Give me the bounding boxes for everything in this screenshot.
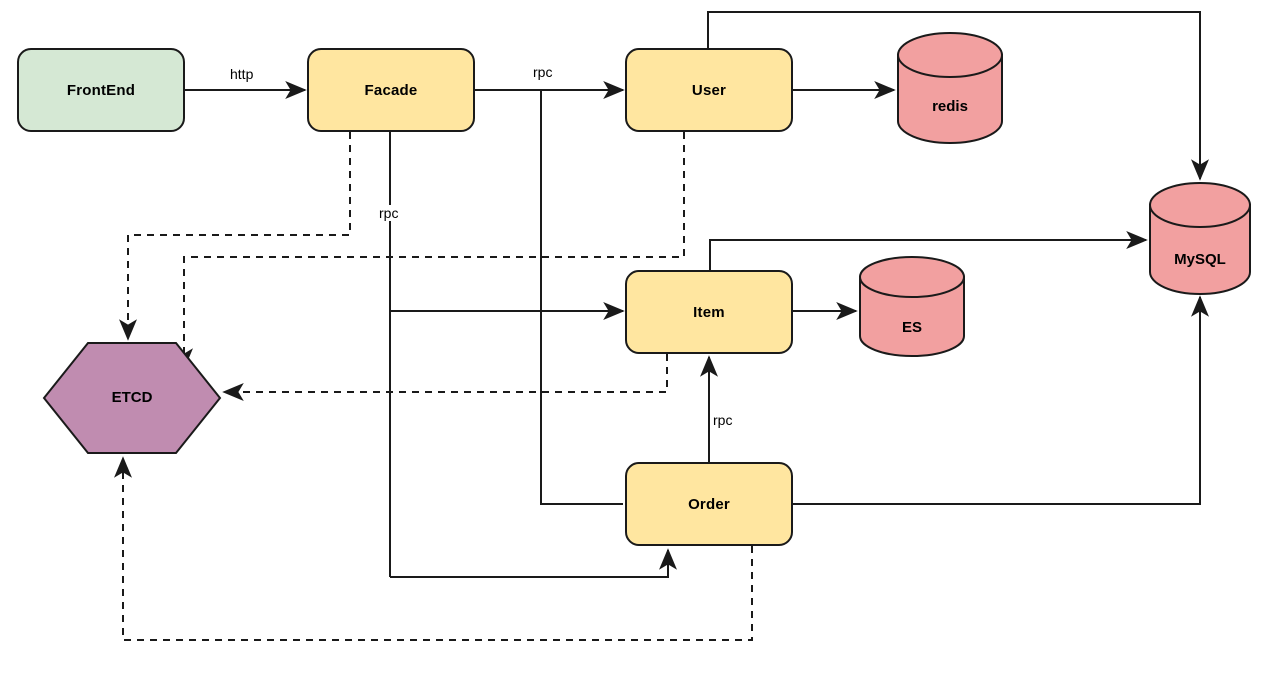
edge-user-to-mysql — [707, 11, 1209, 181]
node-redis[interactable]: redis — [898, 33, 1002, 143]
edge-label-rpc-order-item: rpc — [711, 412, 735, 428]
node-facade[interactable]: Facade — [307, 48, 475, 132]
node-redis-label: redis — [932, 98, 968, 115]
node-item[interactable]: Item — [625, 270, 793, 354]
edge-label-rpc-facade-user: rpc — [531, 64, 555, 80]
node-order-label: Order — [688, 495, 730, 513]
redis-cylinder-shape — [897, 32, 1003, 144]
node-es[interactable]: ES — [860, 257, 964, 357]
edge-order-to-etcd — [114, 456, 753, 641]
node-frontend-label: FrontEnd — [66, 81, 136, 99]
edge-label-rpc-facade-item: rpc — [377, 205, 401, 221]
etcd-hexagon-shape — [42, 342, 222, 454]
edge-order-to-mysql — [793, 295, 1209, 505]
node-mysql-label: MySQL — [1174, 251, 1226, 268]
edge-user-to-etcd — [175, 132, 685, 370]
node-user[interactable]: User — [625, 48, 793, 132]
es-cylinder-shape — [859, 256, 965, 357]
edge-label-http: http — [228, 66, 256, 82]
node-user-label: User — [691, 81, 727, 99]
node-mysql[interactable]: MySQL — [1150, 183, 1250, 293]
mysql-cylinder-shape — [1149, 182, 1251, 295]
node-order[interactable]: Order — [625, 462, 793, 546]
edge-item-to-mysql — [709, 231, 1148, 270]
node-facade-label: Facade — [364, 81, 418, 99]
edge-item-to-etcd — [222, 354, 668, 401]
node-frontend[interactable]: FrontEnd — [17, 48, 185, 132]
node-etcd-label: ETCD — [111, 389, 153, 406]
node-etcd[interactable]: ETCD — [44, 343, 220, 453]
edge-facade-to-etcd — [119, 132, 351, 341]
edge-order-to-user-trunk — [540, 90, 623, 505]
edge-facade-to-order — [390, 548, 677, 578]
node-es-label: ES — [901, 319, 922, 336]
node-item-label: Item — [693, 303, 725, 321]
